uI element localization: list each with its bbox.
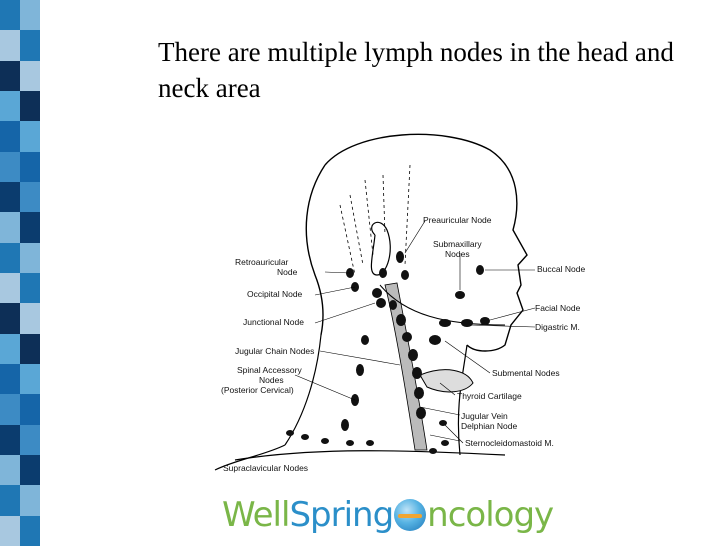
label-preauricular: Preauricular Node (423, 215, 492, 225)
label-spinal-2: Nodes (259, 375, 284, 385)
label-facial: Facial Node (535, 303, 581, 313)
label-buccal: Buccal Node (537, 264, 585, 274)
neck-front (457, 344, 468, 456)
label-sternocleidomastoid: Sternocleidomastoid M. (465, 438, 554, 448)
label-digastric: Digastric M. (535, 322, 580, 332)
logo-globe-icon (394, 499, 427, 531)
head-outline (324, 133, 528, 352)
label-junctional: Junctional Node (243, 317, 304, 327)
label-supraclavicular: Supraclavicular Nodes (223, 463, 308, 473)
label-spinal-3: (Posterior Cervical) (221, 385, 294, 395)
logo-text-ncology: ncology (427, 495, 554, 535)
label-retroauricular-1: Retroauricular (235, 257, 289, 267)
label-retroauricular-2: Node (277, 267, 298, 277)
label-submaxillary-2: Nodes (445, 249, 470, 259)
label-jugular-chain: Jugular Chain Nodes (235, 346, 314, 356)
label-occipital: Occipital Node (247, 289, 303, 299)
logo-text-spring: Spring (289, 495, 394, 535)
label-submaxillary-1: Submaxillary (433, 239, 482, 249)
thyroid-shape (419, 369, 474, 393)
ear (370, 221, 391, 276)
lymph-node-diagram: Preauricular Node Submaxillary Nodes Ret… (214, 133, 585, 473)
label-submental: Submental Nodes (492, 368, 560, 378)
label-thyroid: Thyroid Cartilage (457, 391, 522, 401)
label-spinal-1: Spinal Accessory (237, 365, 302, 375)
slide-title: There are multiple lymph nodes in the he… (158, 37, 674, 103)
label-delphian: Delphian Node (461, 421, 518, 431)
decorative-left-strip (0, 0, 40, 546)
back-of-head (305, 164, 326, 336)
clavicle (234, 450, 506, 461)
logo-text-well: Well (222, 495, 290, 535)
label-jugular-vein: Jugular Vein (461, 411, 508, 421)
lymph-nodes (286, 251, 490, 454)
